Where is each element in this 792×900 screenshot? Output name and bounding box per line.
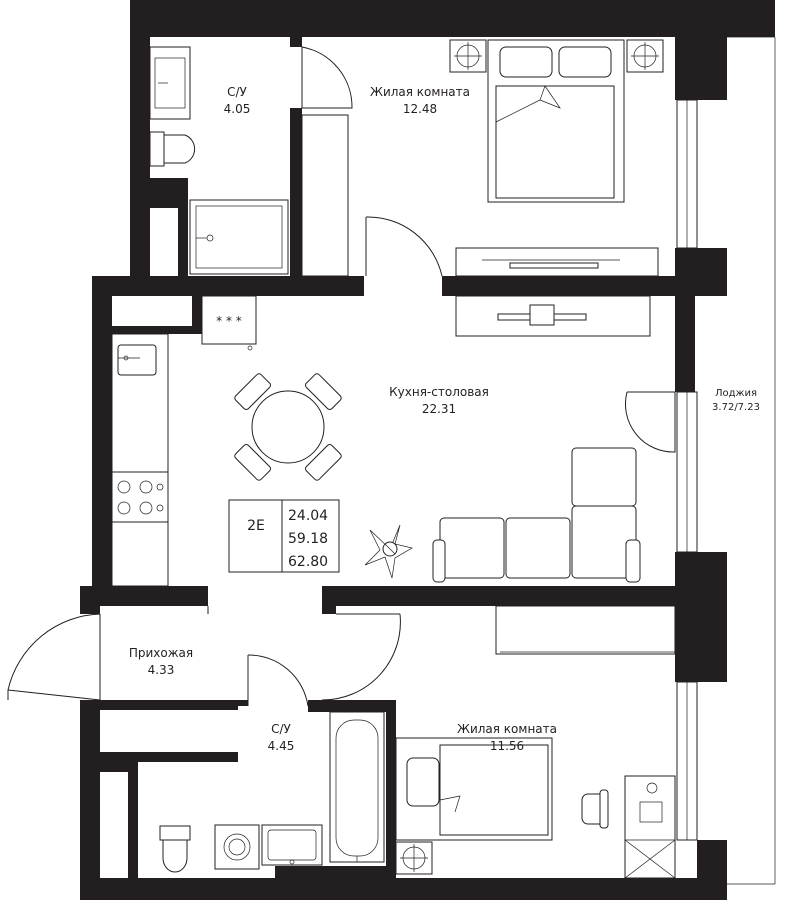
room-name-bedroom-bottom: Жилая комната: [457, 722, 557, 736]
doors: [7, 46, 676, 707]
top-bathroom-fixtures: [149, 46, 349, 277]
room-area-bathroom-bottom: 4.45: [268, 739, 295, 753]
room-area-loggia: 3.72/7.23: [712, 402, 760, 413]
room-name-bathroom-bottom: С/У: [271, 722, 291, 736]
room-area-bedroom-top: 12.48: [403, 102, 437, 116]
room-area-bedroom-bottom: 11.56: [490, 739, 524, 753]
bottom-bedroom-furniture: [395, 605, 676, 879]
walls: [80, 0, 775, 900]
kitchen-fixtures: * * *: [111, 295, 651, 587]
bottom-bath-fixtures: [159, 711, 385, 873]
living-area: 24.04: [288, 508, 328, 524]
plant-icon: [364, 524, 413, 579]
apartment-info-box: 2Е 24.04 59.18 62.80: [228, 499, 340, 573]
top-bedroom-furniture: [449, 39, 664, 277]
total-area: 62.80: [288, 554, 328, 570]
room-name-loggia: Лоджия: [715, 388, 757, 399]
apartment-type: 2Е: [247, 518, 265, 534]
room-area-kitchen: 22.31: [422, 402, 456, 416]
total-area-no-loggia: 59.18: [288, 531, 328, 547]
room-name-hallway: Прихожая: [129, 646, 193, 660]
room-name-bedroom-top: Жилая комната: [370, 85, 470, 99]
room-labels: С/У 4.05 Жилая комната 12.48 Кухня-столо…: [129, 85, 760, 753]
room-area-bathroom-top: 4.05: [224, 102, 251, 116]
room-area-hallway: 4.33: [148, 663, 175, 677]
room-name-kitchen: Кухня-столовая: [389, 385, 489, 399]
room-name-bathroom-top: С/У: [227, 85, 247, 99]
stove-marks: * * *: [216, 314, 242, 328]
windows: [676, 36, 776, 885]
